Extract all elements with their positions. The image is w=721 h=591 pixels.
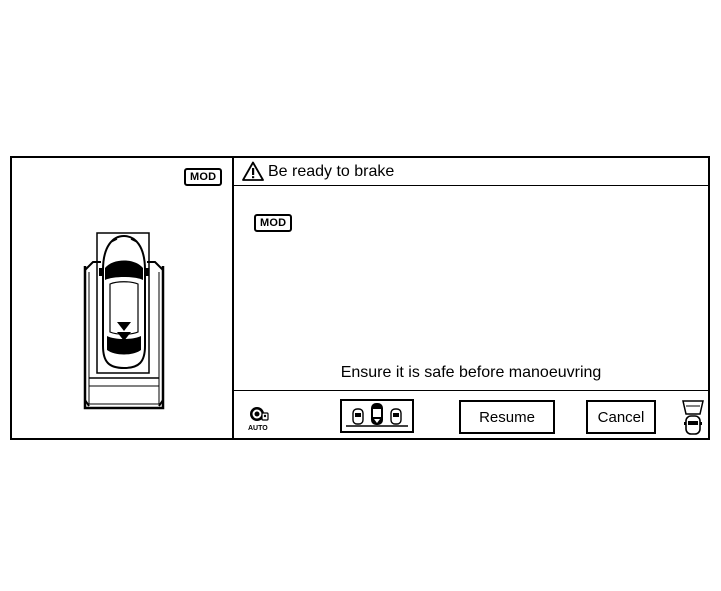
guidance-panel: Be ready to brake MOD Ensure it is safe … (234, 158, 708, 438)
resume-button[interactable]: Resume (459, 400, 555, 434)
reverse-arrows-icon (117, 322, 131, 341)
front-camera-icon[interactable] (680, 398, 706, 436)
car-top-view-icon (83, 232, 165, 410)
top-view-panel: MOD (12, 158, 234, 438)
bottom-toolbar: AUTO Resume Cancel (234, 390, 708, 439)
mod-badge-right: MOD (254, 214, 293, 232)
safety-message: Ensure it is safe before manoeuvring (340, 364, 602, 381)
cancel-button[interactable]: Cancel (586, 400, 656, 434)
auto-label: AUTO (248, 425, 268, 432)
parking-mode-icon[interactable] (340, 399, 414, 433)
parking-screen: MOD (10, 156, 710, 440)
mod-badge: MOD (184, 168, 223, 186)
warning-header: Be ready to brake (234, 158, 708, 186)
auto-park-icon[interactable] (248, 401, 272, 431)
warning-text: Be ready to brake (268, 163, 395, 180)
warning-triangle-icon (242, 161, 264, 181)
